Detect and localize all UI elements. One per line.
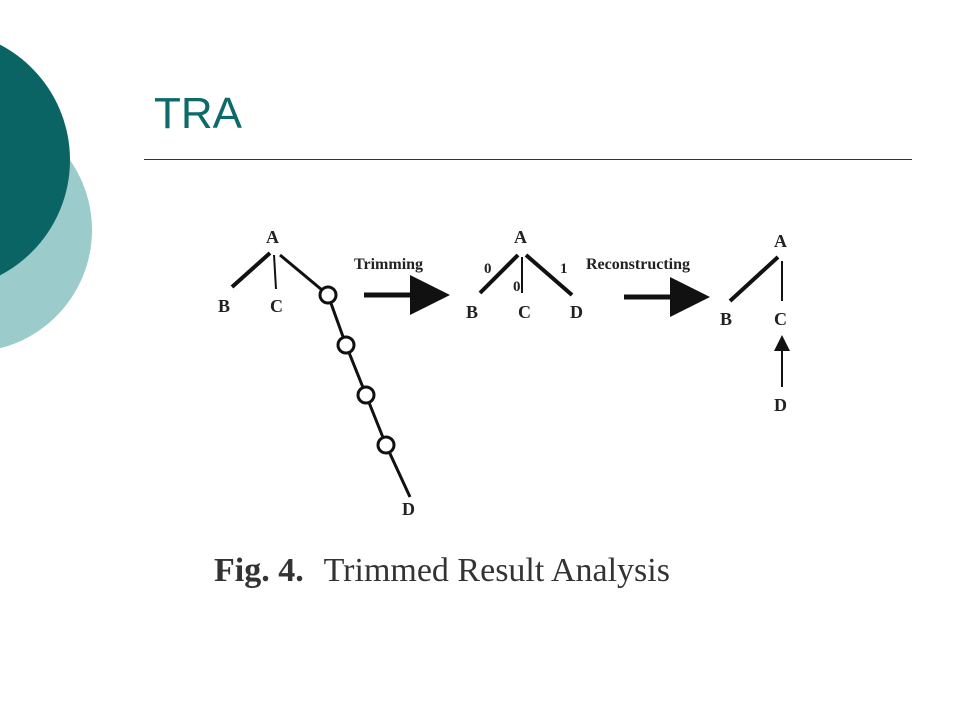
figure-caption-number: Fig. 4. [214, 552, 304, 589]
tree2-edge-a-d [524, 253, 574, 297]
tree-reconstructed: A B C D [720, 231, 790, 415]
op-reconstructing: Reconstructing [586, 256, 710, 317]
tree1-path-a-d [279, 253, 412, 498]
tree1-node-a: A [266, 227, 279, 247]
tree1-node-c: C [270, 296, 283, 316]
tree3-node-d: D [774, 395, 787, 415]
op-trimming: Trimming [354, 256, 450, 315]
dark-circle [0, 44, 70, 276]
tree-original: A B C D [218, 227, 415, 519]
tree1-path-node-2 [336, 335, 356, 355]
tree2-node-c: C [518, 302, 531, 322]
tree2-node-a: A [514, 227, 527, 247]
tree1-node-b: B [218, 296, 230, 316]
decorative-circles [0, 0, 100, 380]
tree-trimmed: A 0 0 1 B C D [466, 227, 583, 322]
figure-caption: Fig. 4. Trimmed Result Analysis [214, 552, 670, 589]
tree1-path-node-4 [376, 435, 396, 455]
tree1-node-d: D [402, 499, 415, 519]
tree2-edge-a-b [478, 253, 520, 295]
op-reconstructing-label: Reconstructing [586, 256, 690, 273]
slide-title: TRA [154, 89, 242, 138]
tree2-node-d: D [570, 302, 583, 322]
tree1-path-node-3 [356, 385, 376, 405]
tree3-node-b: B [720, 309, 732, 329]
tree1-edge-a-b [230, 251, 272, 289]
figure-trimmed-result-analysis: A B C D Trimming A 0 0 1 B C [200, 205, 820, 600]
op-trimming-label: Trimming [354, 256, 423, 273]
tree2-edge-label-d: 1 [560, 261, 568, 277]
figure-caption-text: Trimmed Result Analysis [324, 552, 670, 589]
tree3-node-a: A [774, 231, 787, 251]
tree3-node-c: C [774, 309, 787, 329]
title-divider [144, 159, 912, 160]
tree2-node-b: B [466, 302, 478, 322]
tree2-edge-label-c: 0 [513, 279, 521, 295]
tree1-edge-a-c [273, 254, 277, 290]
tree2-edge-label-b: 0 [484, 261, 492, 277]
tree3-edge-a-b [728, 255, 780, 303]
tree1-path-node-1 [318, 285, 338, 305]
